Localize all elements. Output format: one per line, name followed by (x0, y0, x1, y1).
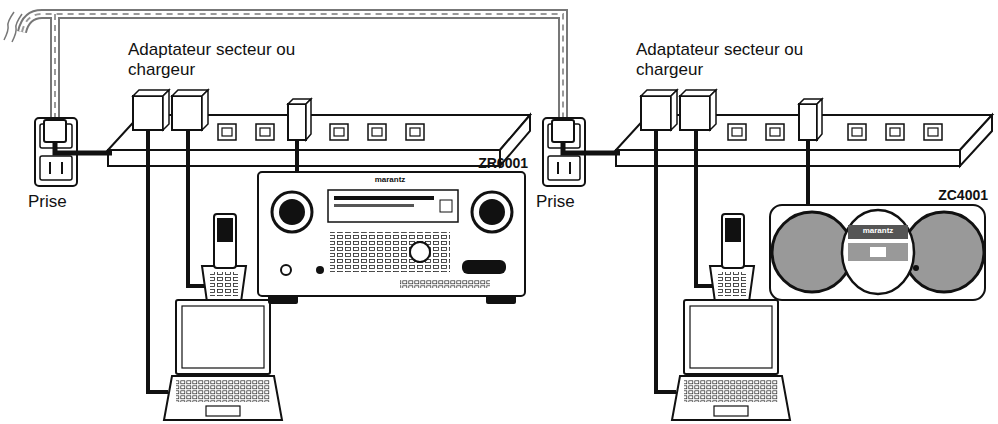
power-strip (924, 124, 942, 140)
power-strip (406, 124, 424, 140)
speaker-plug (799, 104, 817, 140)
speaker-system (870, 247, 886, 257)
network-cable (22, 14, 563, 120)
receiver (472, 192, 512, 232)
receiver (334, 204, 414, 207)
outlet-label: Prise (28, 192, 88, 212)
power-strip (330, 124, 348, 140)
receiver (330, 232, 450, 272)
power-strip (848, 124, 866, 140)
receiver-plug (306, 99, 311, 140)
speaker-system (904, 212, 984, 292)
receiver-plug (288, 99, 311, 174)
power-strip (766, 124, 784, 140)
receiver (328, 190, 458, 222)
receiver (410, 242, 430, 262)
speaker-plug (799, 99, 822, 206)
receiver (400, 280, 490, 288)
power-strip (960, 115, 992, 166)
receiver-plug (295, 138, 299, 174)
model-number: ZR6001 (462, 155, 528, 171)
model-number: ZC4001 (920, 187, 988, 203)
receiver (334, 196, 434, 200)
receiver (258, 172, 525, 296)
receiver (440, 200, 452, 212)
receiver (479, 199, 505, 225)
power-strip (886, 124, 904, 140)
device-group (543, 90, 790, 420)
speaker-system (848, 225, 908, 239)
speaker-system (770, 205, 985, 300)
receiver (279, 199, 305, 225)
device-group (35, 90, 282, 420)
network-cable (22, 14, 563, 120)
receiver-plug (288, 104, 306, 140)
power-strip (108, 150, 500, 166)
receiver (462, 260, 506, 274)
power-strip (368, 124, 386, 140)
speaker-system (913, 265, 919, 271)
speaker-plug (806, 138, 810, 206)
receiver (281, 265, 291, 275)
speaker-plug (817, 99, 822, 140)
power-strip (256, 124, 274, 140)
receiver (272, 192, 312, 232)
power-strip (728, 124, 746, 140)
brand-logo: marantz (360, 175, 420, 184)
outlet-label: Prise (536, 192, 596, 212)
receiver (316, 266, 324, 274)
speaker-system (848, 243, 908, 261)
power-strip (218, 124, 236, 140)
network-cable (22, 14, 563, 120)
adapter-label: Adaptateur secteur ou chargeur (128, 40, 300, 79)
speaker-system (772, 212, 852, 292)
speaker-system (770, 205, 985, 300)
receiver (258, 172, 525, 304)
network-cable (4, 12, 22, 42)
brand-logo: marantz (848, 226, 908, 235)
network-cable (4, 12, 563, 120)
adapter-label: Adaptateur secteur ou chargeur (636, 40, 808, 79)
speaker-system (842, 210, 914, 294)
power-strip (616, 150, 960, 166)
